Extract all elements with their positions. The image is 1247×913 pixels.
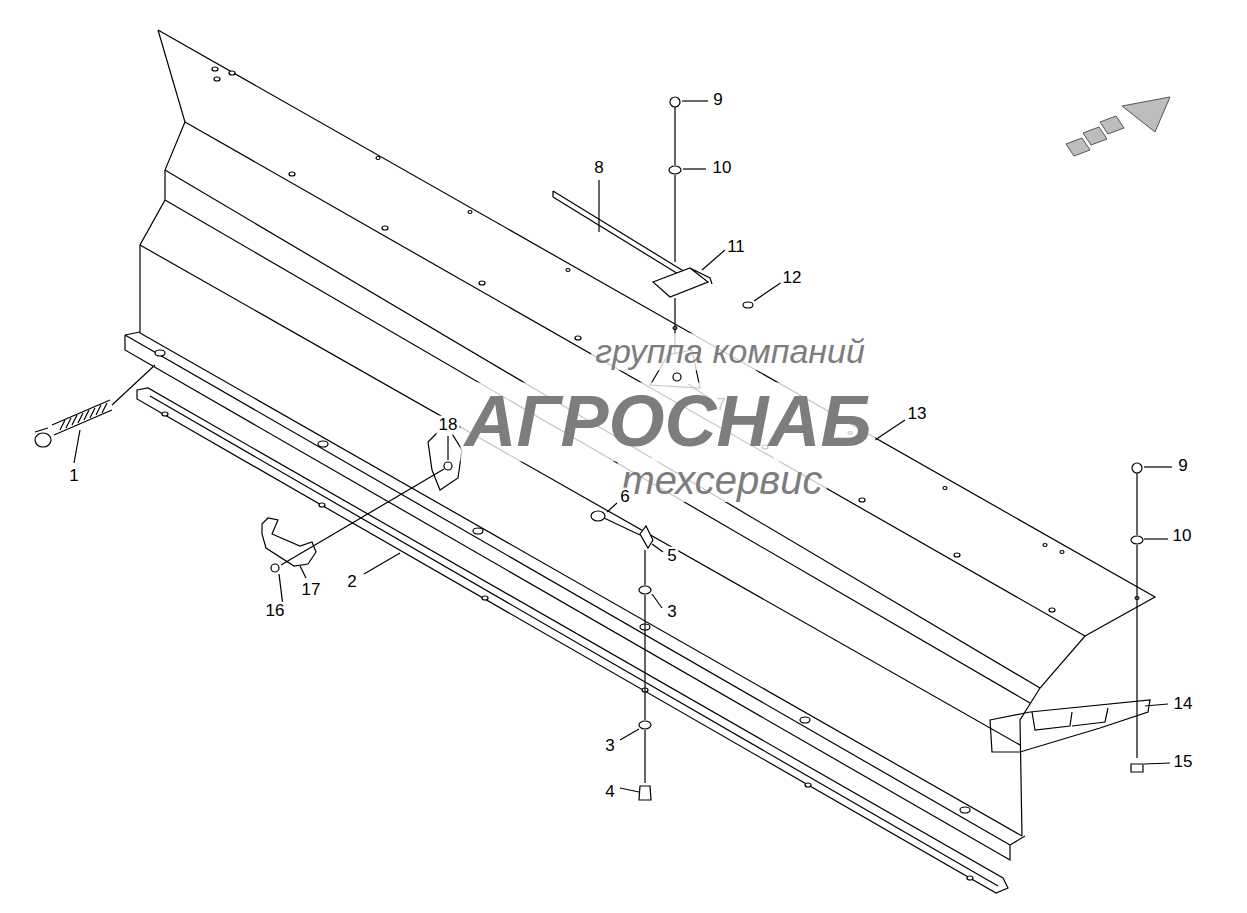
hinge-plate xyxy=(653,268,712,297)
washer xyxy=(1131,536,1143,544)
mounting-holes xyxy=(155,67,1139,880)
callout-number: 2 xyxy=(345,573,358,592)
callout-number: 16 xyxy=(264,602,287,621)
fastener-axis xyxy=(281,469,444,565)
nut xyxy=(271,564,279,572)
bolt-axis xyxy=(1136,473,1137,758)
callout-number: 5 xyxy=(665,547,678,566)
leader-lines xyxy=(74,101,1172,792)
spring-hook xyxy=(35,433,51,447)
handle xyxy=(262,518,316,566)
washer xyxy=(669,166,681,174)
ring xyxy=(743,302,753,308)
callout-number: 10 xyxy=(1171,527,1194,546)
hood-crease xyxy=(140,122,1085,836)
callout-number: 14 xyxy=(1172,695,1195,714)
callout-number: 15 xyxy=(1172,753,1195,772)
callout-number: 3 xyxy=(603,737,616,756)
callout-number: 10 xyxy=(711,159,734,178)
callout-number: 13 xyxy=(906,405,929,424)
bolt-head xyxy=(444,462,452,470)
callout-number: 18 xyxy=(437,416,460,435)
nut xyxy=(1132,463,1142,473)
end-bracket xyxy=(990,700,1150,752)
washer xyxy=(639,721,651,729)
hood-outline xyxy=(140,30,1155,836)
scraper-blade xyxy=(137,388,1008,893)
bolt xyxy=(639,786,651,800)
hood-flange xyxy=(125,332,1025,860)
washer xyxy=(639,586,651,594)
callout-number: 11 xyxy=(725,238,747,257)
bolt-axis xyxy=(644,550,645,783)
callout-number: 9 xyxy=(1176,457,1189,476)
rod xyxy=(553,191,690,280)
callout-number: 12 xyxy=(781,269,804,288)
eye-bolt xyxy=(604,518,640,535)
watermark-text: группа компаний xyxy=(591,333,869,370)
bolt xyxy=(673,373,681,381)
eye-bolt-ring xyxy=(591,511,605,521)
bolt-axis xyxy=(674,106,675,372)
travel-arrow xyxy=(1066,97,1170,156)
nut xyxy=(670,97,680,107)
tension-spring xyxy=(52,365,155,435)
callout-number: 6 xyxy=(618,488,631,507)
watermark-text: АГРОСНАБ xyxy=(460,382,875,461)
callout-number: 9 xyxy=(711,91,724,110)
callout-number: 17 xyxy=(300,581,323,600)
watermark-text: техсервис xyxy=(618,458,827,502)
callout-number: 4 xyxy=(603,783,616,802)
callout-number: 8 xyxy=(592,159,605,178)
spring-hook xyxy=(35,428,48,432)
callout-number: 1 xyxy=(67,467,80,486)
bolt xyxy=(1131,764,1143,772)
clip xyxy=(640,526,653,548)
callout-number: 3 xyxy=(665,603,678,622)
